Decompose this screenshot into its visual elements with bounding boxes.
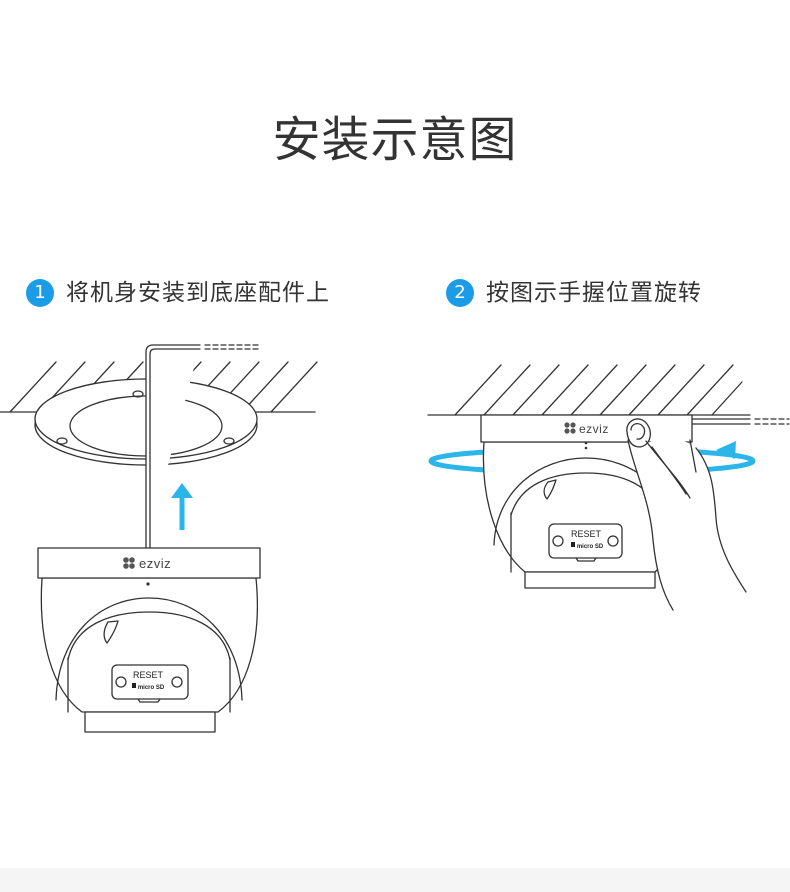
reset-panel: RESET micro SD xyxy=(548,523,623,562)
reset-hole xyxy=(115,676,127,688)
step2-illustration: ezviz RESET micro SD xyxy=(427,364,790,611)
thumb-nail xyxy=(630,423,646,440)
step-1-number-badge: 1 xyxy=(26,279,54,307)
screw-hole xyxy=(223,437,235,445)
lens-ball-inner xyxy=(67,611,231,661)
camera-base xyxy=(524,571,656,589)
hand-icon xyxy=(626,418,747,611)
reset-label: RESET xyxy=(133,670,164,680)
hand-right-outline xyxy=(695,447,747,593)
sd-label: micro SD xyxy=(138,685,165,691)
lens-ball-outer xyxy=(55,597,243,701)
finger-edge xyxy=(689,439,697,473)
ceiling-hatch-line xyxy=(9,361,57,413)
sd-card-icon xyxy=(132,683,136,688)
camera-top-ring xyxy=(480,414,693,443)
ceiling-hatch-line xyxy=(657,364,705,416)
camera-left: ezviz RESET micro SD xyxy=(37,547,261,733)
ceiling-hatch-line xyxy=(570,364,618,416)
ceiling-hatch-line xyxy=(241,361,289,413)
indicator-dot xyxy=(146,582,150,586)
screw-hole xyxy=(56,437,68,445)
reset-label: RESET xyxy=(571,529,602,539)
palm-crease xyxy=(651,446,687,495)
footer-strip xyxy=(0,868,790,892)
ezviz-logo-icon xyxy=(564,422,576,434)
step1-illustration: ezviz RESET micro SD xyxy=(0,344,318,733)
screw-hole xyxy=(132,390,144,398)
brand-logo-text: ezviz xyxy=(579,422,609,436)
cable-left xyxy=(145,344,259,549)
lens-highlight xyxy=(543,479,557,500)
indicator-dot xyxy=(584,446,588,450)
ceiling-hatch-line xyxy=(628,364,676,416)
ceiling-hatch-line xyxy=(270,361,318,413)
sd-slot-hole xyxy=(171,676,183,688)
front-housing xyxy=(67,657,231,713)
step-2-label: 按图示手握位置旋转 xyxy=(486,280,702,306)
ceiling-hatch-line xyxy=(483,364,531,416)
cable-right xyxy=(691,418,790,425)
rotate-arrow-head xyxy=(716,441,736,459)
ceiling-right xyxy=(427,364,751,416)
sd-label: micro SD xyxy=(577,544,604,550)
reset-panel: RESET micro SD xyxy=(111,664,189,703)
step-1-label: 将机身安装到底座配件上 xyxy=(66,280,330,306)
hand-left-outline xyxy=(627,439,674,611)
lens-highlight xyxy=(103,620,119,644)
sd-card-icon xyxy=(571,542,575,547)
reset-hole xyxy=(552,535,564,547)
camera-top-ring xyxy=(37,547,261,579)
step-2-number-badge: 2 xyxy=(446,279,474,307)
ceiling-hatch-line xyxy=(512,364,560,416)
ezviz-logo-icon xyxy=(123,557,135,569)
ceiling-hatch-line xyxy=(454,364,502,416)
sd-slot-hole xyxy=(607,535,619,547)
camera-base xyxy=(84,711,216,733)
ceiling-hatch-line xyxy=(686,364,734,416)
ceiling-hatch-line xyxy=(599,364,647,416)
ceiling-hatch-line xyxy=(711,381,743,416)
up-arrow-icon xyxy=(171,483,193,530)
page-title: 安装示意图 xyxy=(272,112,518,168)
camera-dome xyxy=(40,577,259,713)
brand-logo-text: ezviz xyxy=(139,556,171,571)
indicator-dot xyxy=(584,441,588,445)
ceiling-hatch-line xyxy=(541,364,589,416)
